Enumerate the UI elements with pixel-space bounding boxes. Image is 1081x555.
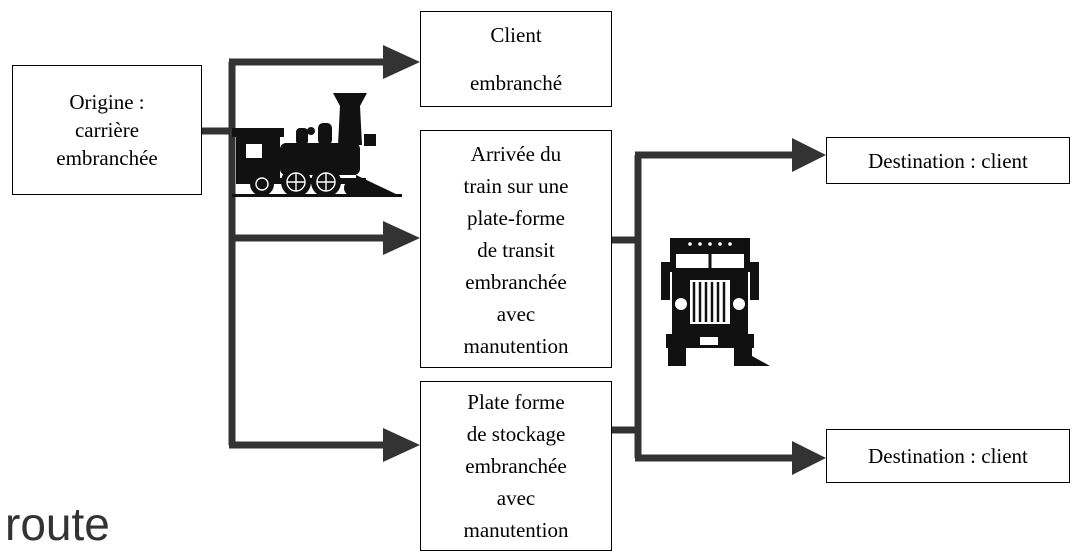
- storage-platform-box: Plate forme de stockage embranchée avec …: [420, 381, 612, 551]
- connectors: [202, 58, 794, 462]
- client-box: Client embranché: [420, 11, 612, 107]
- origin-box: Origine : carrière embranchée: [12, 65, 202, 195]
- truck-icon: [661, 238, 770, 366]
- arrowhead-dest2: [792, 441, 826, 475]
- arrival-platform-box: Arrivée du train sur une plate-forme de …: [420, 130, 612, 368]
- arrowhead-client: [383, 45, 420, 79]
- route-label: route: [5, 498, 110, 550]
- arrowhead-plate: [383, 428, 420, 462]
- steam-locomotive-icon: [232, 93, 402, 197]
- arrowheads: [383, 45, 826, 475]
- destination-client-box-top: Destination : client: [826, 137, 1070, 184]
- arrowhead-arrivee: [383, 221, 420, 255]
- destination-client-box-bottom: Destination : client: [826, 429, 1070, 483]
- arrowhead-dest1: [792, 138, 826, 172]
